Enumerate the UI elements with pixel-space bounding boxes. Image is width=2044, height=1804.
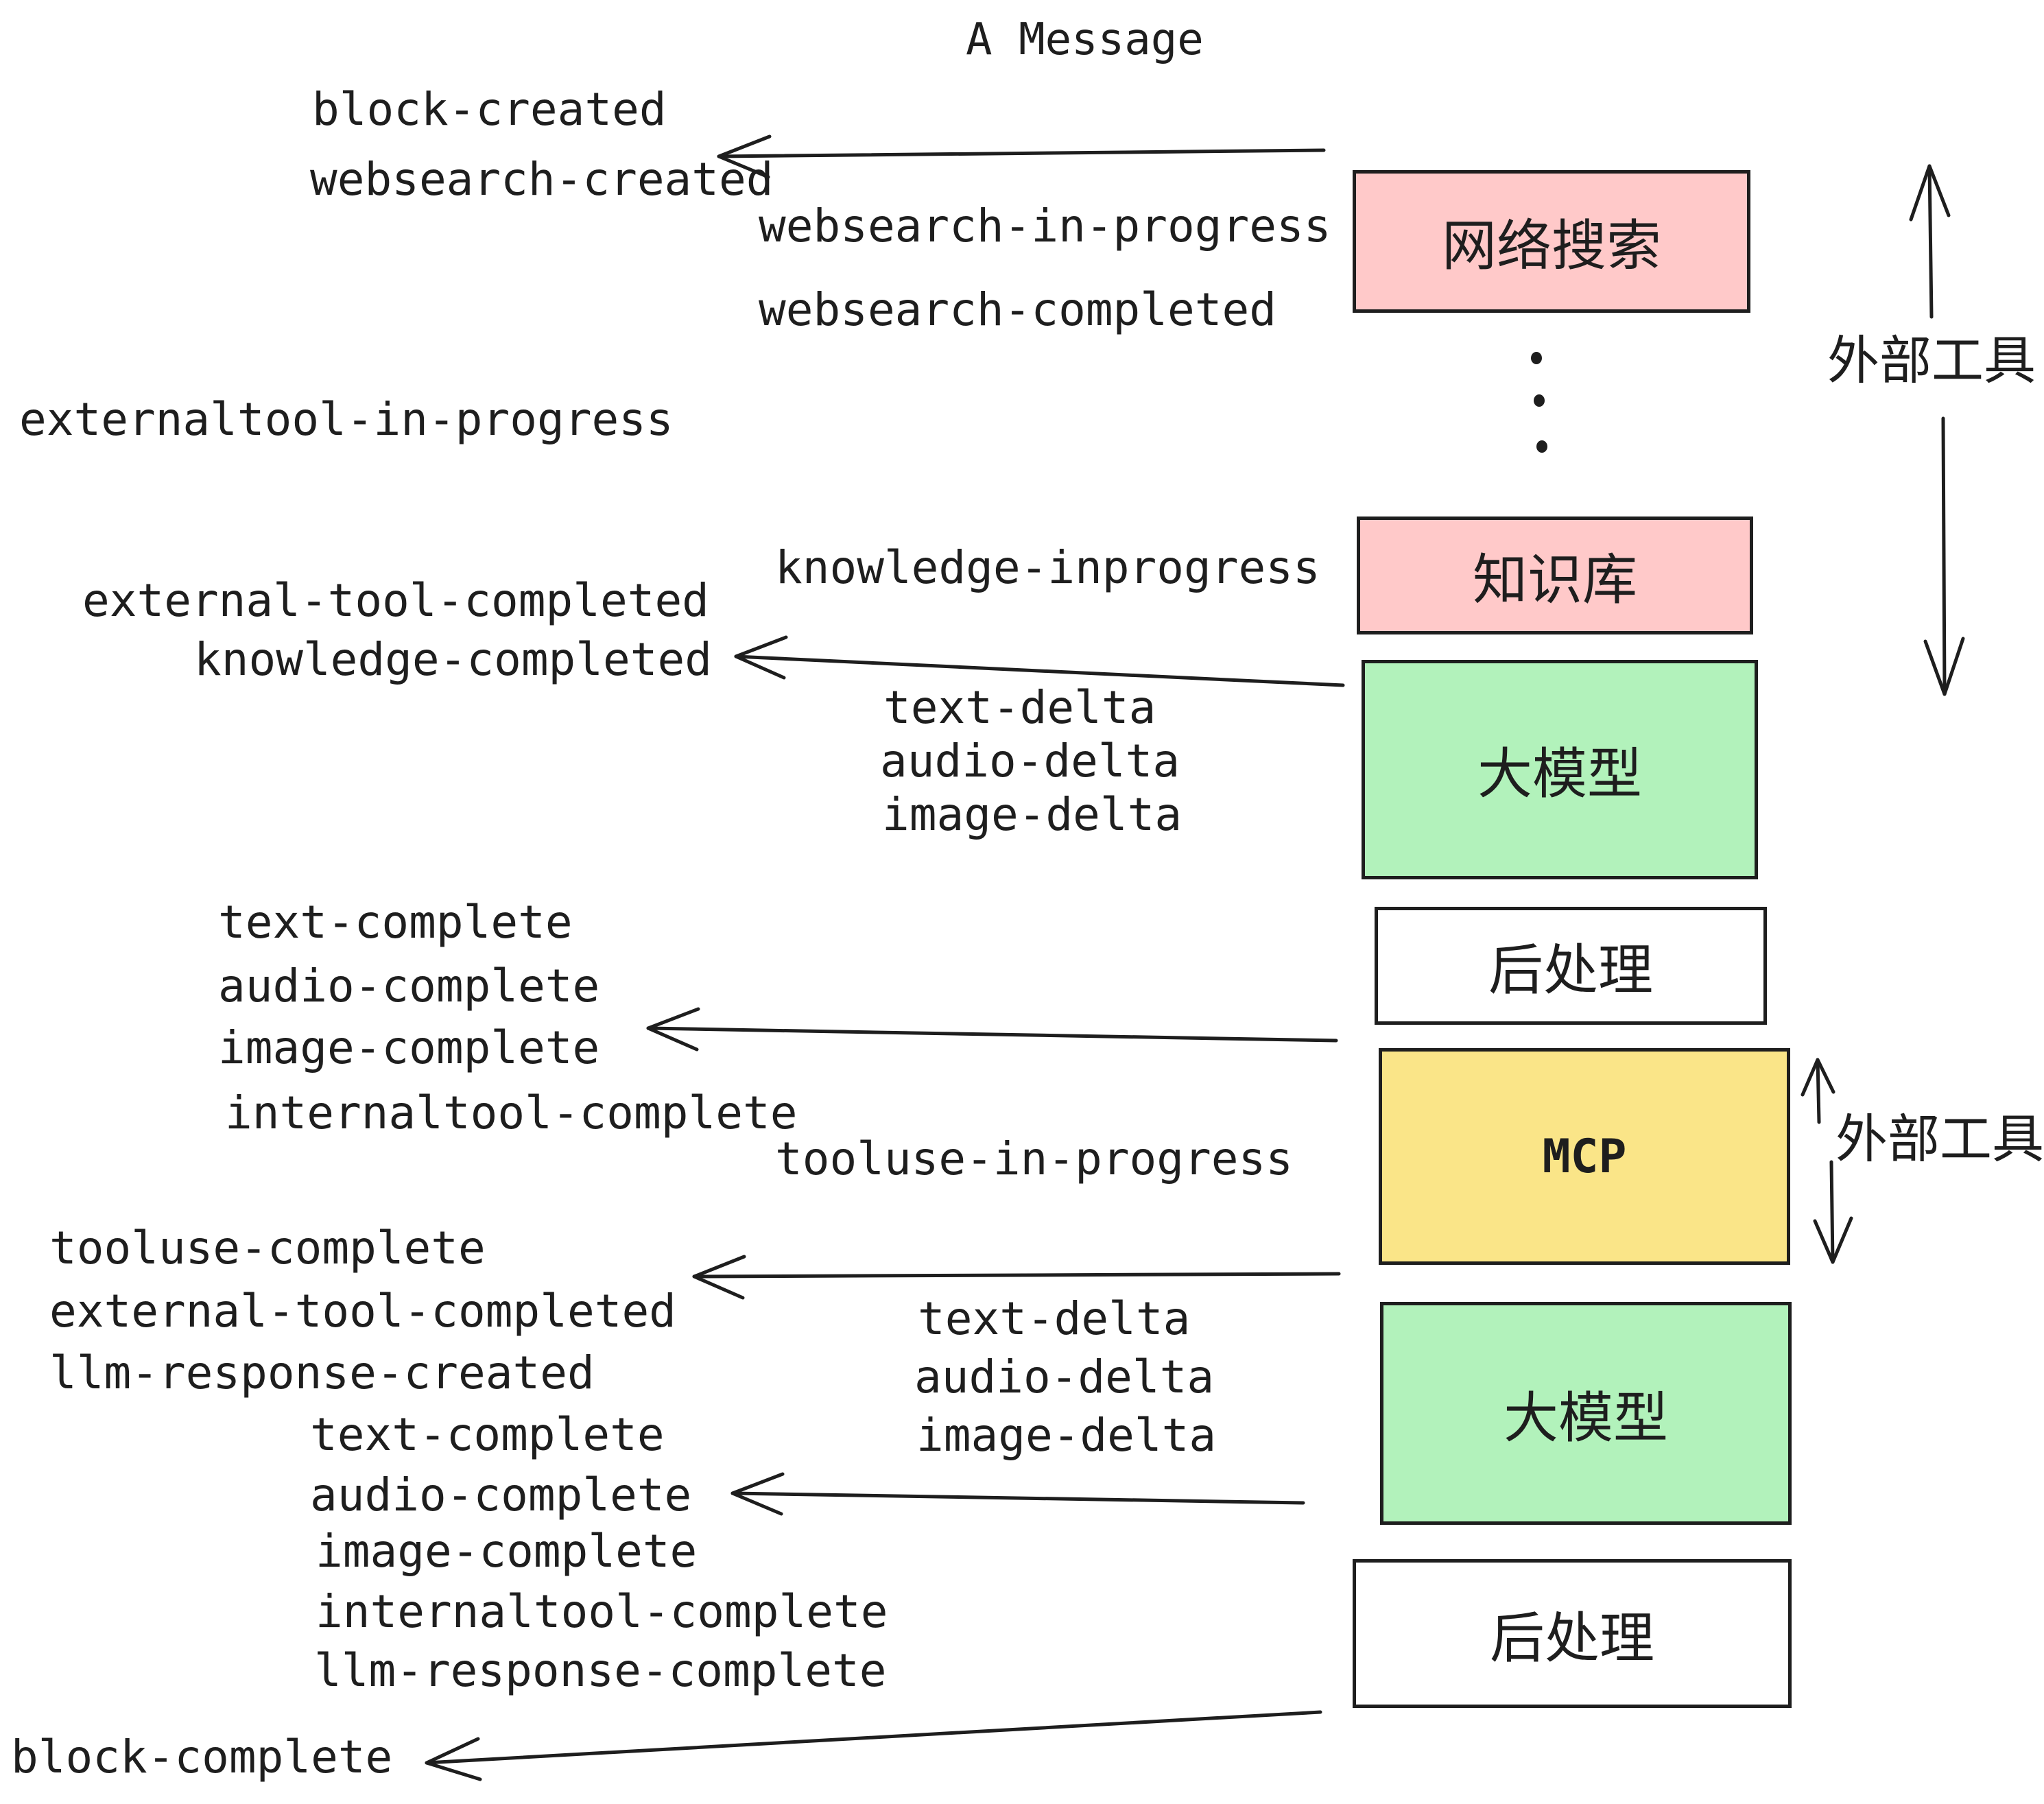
llm-box-top: 大模型 (1362, 660, 1758, 879)
event-label-tooluse-complete: tooluse-complete (49, 1222, 486, 1274)
event-label-text-complete: text-complete (218, 896, 573, 949)
event-label-knowledge-inprogress: knowledge-inprogress (775, 541, 1320, 594)
external-tools-bottom-up-arrow-icon (1801, 1058, 1835, 1124)
llm-box-top-label: 大模型 (1477, 744, 1642, 805)
llm-box-bottom-label: 大模型 (1504, 1387, 1668, 1449)
knowledge-box-label: 知识库 (1473, 549, 1637, 610)
event-label-text-delta: text-delta (883, 681, 1156, 734)
external-tools-bottom-down-arrow-icon (1813, 1160, 1853, 1264)
ellipsis-dot (1531, 352, 1542, 364)
event-label-audio-delta: audio-delta (880, 735, 1180, 787)
arrow-to-block-complete-icon (425, 1710, 1322, 1781)
knowledge-box: 知识库 (1357, 517, 1753, 634)
event-label-knowledge-completed: knowledge-completed (194, 633, 712, 686)
external-tools-top-up-arrow-icon (1909, 164, 1951, 319)
event-label-tooluse-in-progress: tooluse-in-progress (775, 1132, 1293, 1185)
external-tools-top-down-arrow-icon (1923, 416, 1965, 696)
arrow-to-tooluse-complete-icon (692, 1255, 1341, 1300)
event-label-audio-complete-2: audio-complete (310, 1469, 692, 1521)
event-label-websearch-in-progress: websearch-in-progress (759, 200, 1331, 252)
ellipsis-dot (1536, 440, 1547, 453)
llm-box-bottom: 大模型 (1380, 1302, 1792, 1525)
arrow-to-audio-complete-icon (730, 1472, 1305, 1516)
event-label-image-delta: image-delta (882, 788, 1183, 841)
event-label-audio-complete: audio-complete (218, 960, 600, 1012)
external-tools-annotation-bottom: 外部工具 (1835, 1111, 2044, 1169)
mcp-box-label: MCP (1542, 1129, 1627, 1184)
postprocess-box-top: 后处理 (1375, 907, 1767, 1025)
event-label-block-created: block-created (312, 83, 667, 136)
event-label-image-complete-2: image-complete (316, 1525, 698, 1578)
event-label-audio-delta-2: audio-delta (914, 1351, 1215, 1403)
mcp-box: MCP (1379, 1048, 1790, 1265)
event-label-externaltool-in-progress: externaltool-in-progress (19, 393, 674, 446)
event-label-websearch-created: websearch-created (310, 153, 774, 206)
event-label-internaltool-complete-2: internaltool-complete (316, 1585, 888, 1638)
event-label-internaltool-complete: internaltool-complete (225, 1087, 798, 1139)
postprocess-box-bottom-label: 后处理 (1490, 1607, 1654, 1669)
event-label-image-complete: image-complete (218, 1021, 600, 1074)
ellipsis-dot (1534, 394, 1545, 407)
external-tools-annotation-top: 外部工具 (1827, 332, 2036, 390)
event-label-external-tool-completed-2: external-tool-completed (49, 1285, 676, 1338)
websearch-box-label: 网络搜索 (1442, 215, 1661, 276)
event-label-text-delta-2: text-delta (918, 1292, 1191, 1345)
websearch-box: 网络搜索 (1353, 170, 1750, 313)
event-label-block-complete: block-complete (11, 1731, 393, 1783)
postprocess-box-top-label: 后处理 (1488, 940, 1653, 1001)
event-label-websearch-completed: websearch-completed (759, 283, 1276, 336)
event-label-llm-response-created: llm-response-created (49, 1346, 595, 1399)
event-label-text-complete-2: text-complete (310, 1408, 665, 1461)
event-label-external-tool-completed: external-tool-completed (82, 574, 709, 627)
arrow-to-image-complete-icon (646, 1007, 1338, 1052)
arrow-to-knowledge-completed-icon (734, 635, 1345, 687)
arrow-to-websearch-created-icon (717, 134, 1326, 179)
postprocess-box-bottom: 后处理 (1353, 1559, 1792, 1708)
page-title: A Message (966, 14, 1204, 65)
event-label-llm-response-complete: llm-response-complete (314, 1644, 887, 1697)
event-label-image-delta-2: image-delta (916, 1409, 1217, 1462)
